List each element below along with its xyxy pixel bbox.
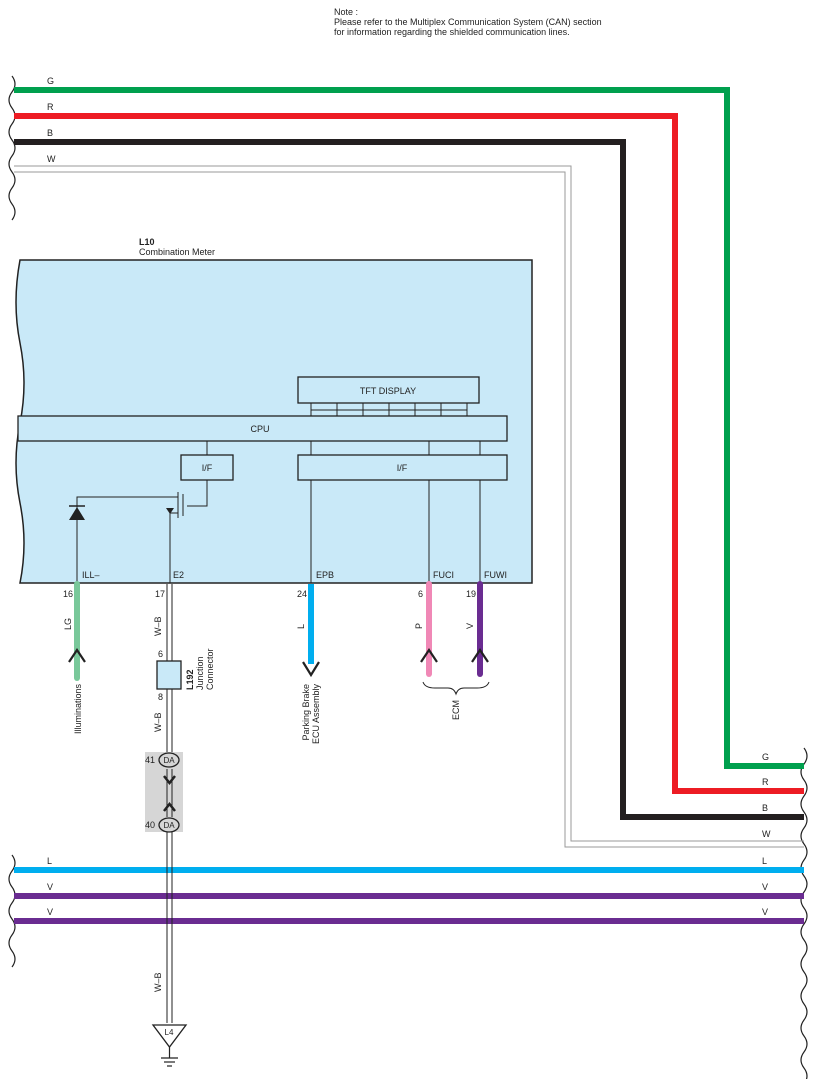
junction-wire-out-label: W–B: [153, 712, 163, 732]
bus-right-g: G: [762, 752, 769, 762]
bus-top-g: G: [47, 76, 54, 86]
cpu-box: [17, 415, 508, 442]
pin-e2-num: 17: [155, 589, 165, 599]
bus-right-w: W: [762, 829, 771, 839]
da-label-bottom: DA: [163, 821, 175, 830]
arrow-up-icon: [420, 648, 438, 663]
transistor-arrow-icon: [166, 508, 174, 514]
wire-e2-wb: [166, 584, 173, 1023]
if-right-label: I/F: [397, 463, 408, 473]
cpu-label: CPU: [250, 424, 269, 434]
wire-r: [14, 113, 804, 794]
junction-pin-in: 6: [158, 649, 163, 659]
ecm-brace: [422, 681, 490, 696]
da-connector-top: [158, 752, 180, 768]
ground-code: L4: [165, 1028, 174, 1037]
tft-display-box: [297, 376, 480, 404]
ground-wire-label: W–B: [153, 972, 163, 992]
wire-epb-label: L: [296, 624, 306, 629]
da-pin-bottom: 40: [145, 820, 155, 830]
junction-code: L192: [185, 669, 195, 690]
da-connector-bottom: [158, 817, 180, 833]
bus-bottom-l-left: L: [47, 856, 52, 866]
bus-bottom-v2-left: V: [47, 907, 53, 917]
pin-ill-name: ILL–: [82, 570, 100, 580]
da-pin-top: 41: [145, 755, 155, 765]
da-label-top: DA: [163, 756, 175, 765]
junction-pin-out: 8: [158, 692, 163, 702]
pin-fuci-name: FUCI: [433, 570, 454, 580]
ground-icon: [161, 1047, 178, 1067]
pin-fuwi-num: 19: [466, 589, 476, 599]
parking-brake-label-1: Parking Brake: [301, 684, 311, 741]
if-left-label: I/F: [202, 463, 213, 473]
bus-bottom-v2-right: V: [762, 907, 768, 917]
wire-e2-label: W–B: [153, 616, 163, 636]
arrow-up-icon: [471, 648, 489, 663]
bus-right-r: R: [762, 777, 769, 787]
illuminations-label: Illuminations: [73, 684, 83, 735]
tft-display-label: TFT DISPLAY: [360, 386, 416, 396]
parking-brake-label-2: ECU Assembly: [311, 684, 321, 745]
note-line-1: Please refer to the Multiplex Communicat…: [334, 17, 602, 27]
bus-right-b: B: [762, 803, 768, 813]
wire-w: [14, 165, 804, 848]
cpu-if-links: [206, 441, 481, 455]
note-block: Note : Please refer to the Multiplex Com…: [334, 7, 602, 37]
meter-code: L10: [139, 237, 155, 247]
pin-fuwi-name: FUWI: [484, 570, 507, 580]
pin-e2-name: E2: [173, 570, 184, 580]
pin-fuci-num: 6: [418, 589, 423, 599]
right-break-marks: [800, 747, 808, 1079]
bus-bottom-l-right: L: [762, 856, 767, 866]
meter-name: Combination Meter: [139, 247, 215, 257]
ground-triangle: [151, 1024, 188, 1049]
wire-fuci-label: P: [414, 623, 424, 629]
wire-b: [14, 139, 804, 820]
wire-g: [14, 87, 804, 769]
chevron-down-icon: [163, 775, 176, 786]
bus-top-w: W: [47, 154, 56, 164]
diode-icon: [69, 507, 85, 520]
arrow-up-icon: [68, 648, 86, 663]
if-right-box: [297, 454, 508, 481]
pin-epb-name: EPB: [316, 570, 334, 580]
note-title: Note :: [334, 7, 359, 17]
chevron-up-icon: [163, 801, 176, 812]
wire-fuwi-label: V: [465, 623, 475, 629]
junction-name-1: Junction: [195, 656, 205, 690]
ecm-label: ECM: [451, 700, 461, 720]
display-bus-lines: [310, 403, 468, 416]
bus-top-r: R: [47, 102, 54, 112]
junction-name-2: Connector: [205, 648, 215, 690]
pin-ill-num: 16: [63, 589, 73, 599]
bus-bottom-v1-left: V: [47, 882, 53, 892]
if-left-box: [180, 454, 234, 481]
bus-bottom-v1-right: V: [762, 882, 768, 892]
arrow-down-icon: [302, 661, 320, 678]
junction-connector-box: [156, 660, 182, 690]
left-break-marks: [8, 75, 16, 968]
bus-top-b: B: [47, 128, 53, 138]
wire-lg-label: LG: [63, 618, 73, 630]
pin-epb-num: 24: [297, 589, 307, 599]
note-line-2: for information regarding the shielded c…: [334, 27, 570, 37]
